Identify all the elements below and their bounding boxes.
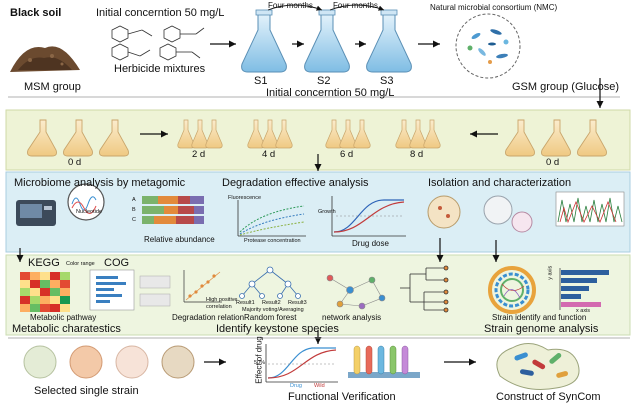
day-label-4: 4 d [262, 149, 276, 160]
correlation-scatter [183, 270, 222, 303]
flasks-left-0d [27, 119, 129, 157]
isolation-title: Isolation and characterization [428, 177, 572, 189]
forest-node-2: Result2 [262, 300, 281, 306]
strain-identify-label: Strain identify and function [492, 313, 587, 322]
fluorescence-label: Fluorescence [228, 195, 262, 201]
correlation-label: correlation [206, 304, 232, 310]
curve-label-drug: Drug [290, 383, 302, 389]
metabolic-char-label: Metabolic charatestics [12, 323, 121, 335]
circular-genome [488, 266, 536, 314]
row-label-a: A [132, 197, 136, 203]
nmc-circle [455, 13, 521, 79]
nucleotide-magnifier [67, 183, 105, 221]
cog-panel [89, 269, 171, 311]
day-label-0-left: 0 d [68, 157, 82, 168]
syncom-label: Construct of SynCom [496, 391, 601, 403]
four-months-label-2: Four months [333, 1, 378, 10]
black-soil-label: Black soil [10, 7, 62, 19]
random-forest-label: Random forest [244, 313, 297, 322]
growth-label: Growth [318, 209, 336, 215]
flask-label-s1: S1 [254, 75, 268, 87]
herbicide-molecules [111, 25, 205, 61]
test-tube-rack [348, 345, 420, 378]
nucleotide-label: Nucleotide [76, 209, 102, 215]
forest-caption: Majority voting/Averaging [242, 307, 304, 313]
black-soil-pile [10, 46, 80, 72]
effect-chart [265, 344, 338, 383]
flasks-8d [395, 119, 441, 149]
function-bars [559, 268, 609, 310]
herbicide-label: Herbicide mixtures [114, 63, 206, 75]
high-positive-label: High positive [206, 297, 238, 303]
flasks-6d [325, 119, 371, 149]
forest-node-1: Result1 [236, 300, 255, 306]
metabolic-pathway-label: Metabolic pathway [30, 313, 97, 322]
day-label-6: 6 d [340, 149, 354, 160]
chromatogram [555, 191, 625, 227]
nmc-label: Natural microbial consortium (NMC) [430, 3, 558, 12]
msm-group-label: MSM group [24, 81, 81, 93]
gsm-group-label: GSM group (Glucose) [512, 81, 619, 93]
y-axis-label: y axis [547, 265, 554, 280]
flasks-2d [177, 119, 223, 149]
sequencer-device [16, 200, 56, 226]
protease-chart [237, 200, 306, 237]
functional-verification-label: Functional Verification [288, 391, 396, 403]
flasks-4d [247, 119, 293, 149]
fifty-percent-label: 50% [254, 360, 266, 366]
metagenomic-title: Microbiome analysis by metagomic [14, 177, 186, 189]
kegg-label: KEGG [28, 257, 60, 269]
degradation-title: Degradation effective analysis [222, 177, 369, 189]
drug-dose-label: Drug dose [352, 239, 389, 248]
phylo-tree [400, 265, 449, 313]
day-label-2: 2 d [192, 149, 206, 160]
flask-label-s2: S2 [317, 75, 331, 87]
day-label-8: 8 d [410, 149, 424, 160]
flask-s1 [241, 9, 287, 73]
random-forest-tree [239, 266, 301, 299]
cog-label: COG [104, 257, 130, 269]
petri-dishes [427, 195, 533, 233]
relative-abundance-bars [142, 196, 204, 224]
kegg-heatmap [20, 272, 70, 312]
row-label-b: B [132, 207, 136, 213]
x-axis-label: x axis [576, 308, 591, 314]
selected-strain-dishes [23, 345, 195, 379]
protease-label: Protease concentration [244, 238, 301, 244]
initial-concentration-label: Initial concerntion 50 mg/L [96, 7, 225, 19]
flasks-right-0d [505, 119, 607, 157]
row-label-c: C [132, 217, 136, 223]
flask-s2 [304, 9, 350, 73]
network-analysis-label: network analysis [322, 313, 382, 322]
color-range-label: Color range [66, 261, 95, 267]
strain-genome-label: Strain genome analysis [484, 323, 599, 335]
day-label-0-right: 0 d [546, 157, 560, 168]
degradation-relation-label: Degradation relation [172, 313, 245, 322]
forest-node-3: Result3 [288, 300, 307, 306]
drug-dose-chart [331, 196, 406, 237]
analysis-band [5, 171, 631, 253]
selected-strain-label: Selected single strain [34, 385, 139, 397]
four-months-label-1: Four months [268, 1, 313, 10]
flask-label-s3: S3 [380, 75, 394, 87]
relative-abundance-label: Relative abundance [144, 235, 215, 244]
identify-keystone-label: Identify keystone species [216, 323, 339, 335]
initial-concentration-label-2: Initial concerntion 50 mg/L [266, 87, 395, 99]
curve-label-wild: Wild [314, 383, 325, 389]
syncom-cluster [496, 343, 580, 390]
network-graph [326, 274, 386, 310]
flask-s3 [366, 9, 412, 73]
